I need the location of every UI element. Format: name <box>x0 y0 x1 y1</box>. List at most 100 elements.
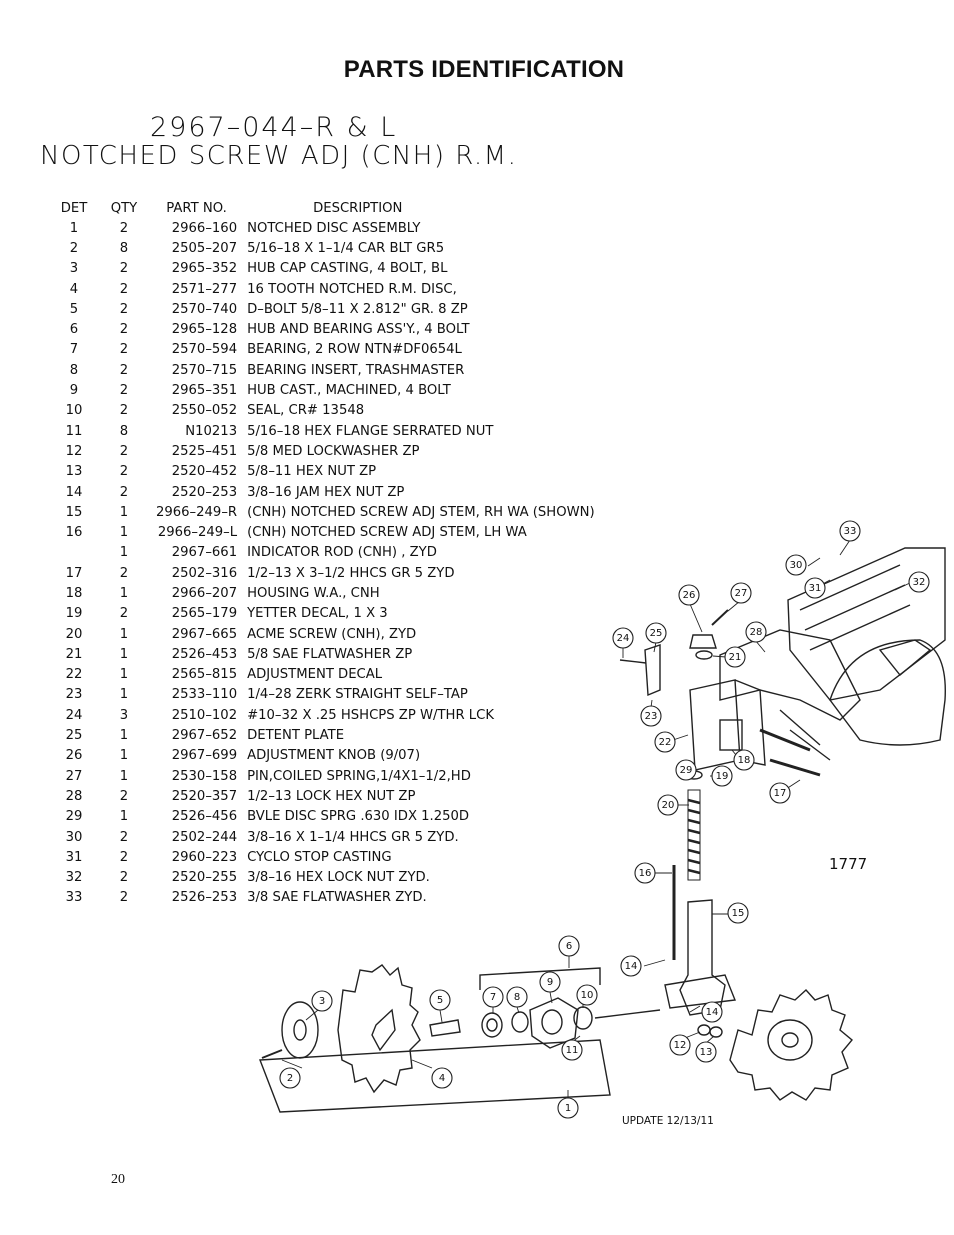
cell-desc: DETENT PLATE <box>247 728 345 744</box>
header-det: DET <box>60 200 88 216</box>
callout-label: 5 <box>437 995 443 1006</box>
cell-desc: 3/8–16 X 1–1/4 HHCS GR 5 ZYD. <box>247 829 459 845</box>
callout-label: 29 <box>680 765 693 776</box>
callout-label: 33 <box>844 526 857 537</box>
cell-qty: 2 <box>119 301 129 317</box>
cell-desc: BEARING, 2 ROW NTN#DF0654L <box>247 342 462 358</box>
callout-bubble: 28 <box>745 621 767 643</box>
cell-desc: ADJUSTMENT DECAL <box>247 667 383 683</box>
cell-part: 2966–160 <box>171 220 238 236</box>
table-row: 17 2 2502–316 1/2–13 X 3–1/2 HHCS GR 5 ZYD <box>56 563 616 583</box>
cell-det: 1 <box>69 220 79 236</box>
callout-label: 30 <box>790 560 803 571</box>
callout-label: 14 <box>625 961 638 972</box>
cell-qty: 1 <box>119 748 129 764</box>
cell-part: 2520–255 <box>171 870 238 886</box>
cell-desc: CYCLO STOP CASTING <box>247 849 392 865</box>
callout-label: 3 <box>319 996 325 1007</box>
cell-qty: 2 <box>119 342 129 358</box>
cell-qty: 8 <box>119 423 129 439</box>
callout-bubble: 7 <box>482 986 504 1008</box>
callout-bubble: 10 <box>576 984 598 1006</box>
cell-det: 8 <box>69 362 79 378</box>
callout-label: 12 <box>674 1040 687 1051</box>
cell-qty: 2 <box>119 606 129 622</box>
cell-det: 30 <box>65 829 83 845</box>
adjustment-arm <box>719 629 861 721</box>
cell-qty: 2 <box>119 788 129 804</box>
callout-bubble: 23 <box>640 705 662 727</box>
cell-qty: 1 <box>119 667 129 683</box>
cell-det: 3 <box>69 261 79 277</box>
callout-label: 20 <box>662 800 675 811</box>
cell-desc: 5/16–18 HEX FLANGE SERRATED NUT <box>247 423 494 439</box>
callout-label: 1 <box>565 1103 571 1114</box>
cell-part: 2502–244 <box>171 829 238 845</box>
cell-qty: 1 <box>119 585 129 601</box>
callout-bubble: 22 <box>654 731 676 753</box>
cell-desc: 16 TOOTH NOTCHED R.M. DISC, <box>247 281 457 297</box>
cell-qty: 2 <box>119 829 129 845</box>
callout-bubble: 20 <box>657 794 679 816</box>
callout-label: 21 <box>729 652 742 663</box>
cell-det: 31 <box>65 849 83 865</box>
right-notched-disc <box>729 989 853 1101</box>
cell-desc: 1/2–13 LOCK HEX NUT ZP <box>247 788 416 804</box>
cell-desc: HUB AND BEARING ASS'Y., 4 BOLT <box>247 322 470 338</box>
callout-bubble: 11 <box>561 1039 583 1061</box>
callout-label: 23 <box>645 711 658 722</box>
cell-det: 11 <box>65 423 83 439</box>
cell-qty: 2 <box>119 403 129 419</box>
cell-qty: 2 <box>119 565 129 581</box>
callout-bubble: 4 <box>431 1067 453 1089</box>
cell-part: 2502–316 <box>171 565 238 581</box>
callout-label: 2 <box>287 1073 293 1084</box>
cell-part: 2967–661 <box>171 545 238 561</box>
cell-desc: (CNH) NOTCHED SCREW ADJ STEM, RH WA (SHO… <box>247 504 595 520</box>
header-qty: QTY <box>110 200 138 216</box>
cell-desc: BVLE DISC SPRG .630 IDX 1.250D <box>247 809 470 825</box>
cell-desc: HUB CAST., MACHINED, 4 BOLT <box>247 383 451 399</box>
callout-bubble: 14 <box>701 1001 723 1023</box>
callout-bubble: 12 <box>669 1034 691 1056</box>
cell-part: 2525–451 <box>171 443 238 459</box>
cell-qty: 1 <box>119 687 129 703</box>
cell-qty: 1 <box>119 525 129 541</box>
callout-bubble: 32 <box>908 571 930 593</box>
cell-desc: 1/4–28 ZERK STRAIGHT SELF–TAP <box>247 687 468 703</box>
callout-bubble: 5 <box>429 989 451 1011</box>
cell-det <box>56 543 92 563</box>
cell-part: 2570–594 <box>171 342 238 358</box>
cell-qty: 1 <box>119 646 129 662</box>
cell-qty: 1 <box>119 809 129 825</box>
callout-bubble: 17 <box>769 782 791 804</box>
cell-desc: 1/2–13 X 3–1/2 HHCS GR 5 ZYD <box>247 565 455 581</box>
callout-bubble: 21 <box>724 646 746 668</box>
cell-part: 2960–223 <box>171 849 238 865</box>
cell-det: 24 <box>65 707 83 723</box>
cell-det: 15 <box>65 504 83 520</box>
callout-label: 6 <box>566 941 572 952</box>
cell-part: 2520–253 <box>171 484 238 500</box>
callout-label: 9 <box>547 977 553 988</box>
cell-det: 5 <box>69 301 79 317</box>
callout-bubble: 19 <box>711 765 733 787</box>
cell-qty: 2 <box>119 281 129 297</box>
callout-label: 32 <box>913 577 926 588</box>
cell-det: 13 <box>65 464 83 480</box>
drawing-number: 1777 <box>829 855 868 873</box>
cell-det: 17 <box>65 565 83 581</box>
cell-desc: D–BOLT 5/8–11 X 2.812" GR. 8 ZP <box>247 301 468 317</box>
d-bolt <box>429 1019 461 1037</box>
